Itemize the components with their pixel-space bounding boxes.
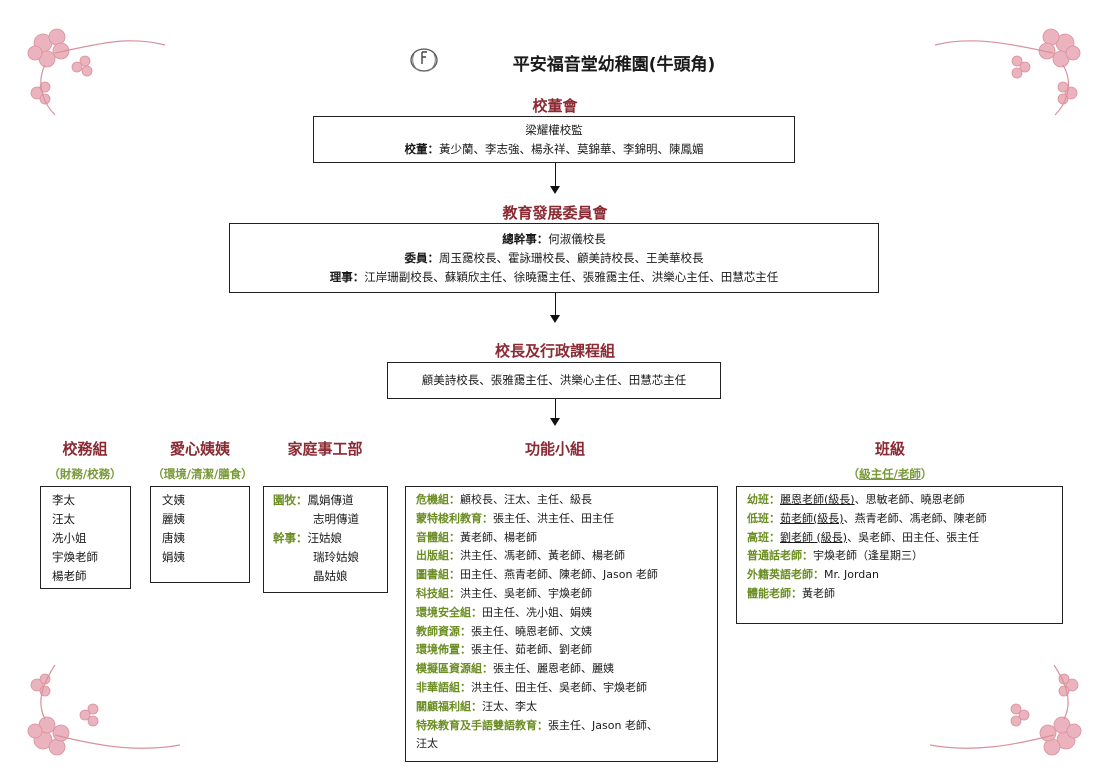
school-logo-icon <box>410 48 438 72</box>
list-item: 汪太 <box>52 512 75 526</box>
flower-decoration-bottom-right <box>929 664 1082 756</box>
list-item: 環境安全組：田主任、冼小姐、娟姨 <box>416 605 592 619</box>
list-item: 圖書組：田主任、燕青老師、陳老師、Jason 老師 <box>416 568 658 582</box>
list-item: 娟姨 <box>162 550 185 564</box>
principal-heading: 校長及行政課程組 <box>494 342 615 360</box>
affairs-box: 李太 汪太 冼小姐 宇煥老師 楊老師 <box>40 486 131 589</box>
board-supervisor: 梁耀權校監 <box>525 123 583 137</box>
list-item: 關顧福利組：汪太、李太 <box>416 699 537 713</box>
list-item: 唐姨 <box>162 531 185 545</box>
func-heading: 功能小組 <box>524 440 585 458</box>
board-heading: 校董會 <box>532 97 578 115</box>
list-item: 冼小姐 <box>52 531 87 545</box>
aunty-heading: 愛心姨姨 <box>169 440 230 458</box>
list-item: 模擬區資源組：張主任、麗恩老師、麗姨 <box>416 662 614 676</box>
list-item: 李太 <box>52 493 75 507</box>
connector-arrow <box>550 315 560 323</box>
aunty-subheading: （環境/清潔/膳食） <box>152 467 253 481</box>
list-item: 科技組：洪主任、吳老師、宇煥老師 <box>416 586 592 600</box>
family-box: 園牧：鳳娟傳道 志明傳道 幹事：汪姑娘 瑞玲姑娘 晶姑娘 <box>263 486 388 593</box>
classes-heading: 班級 <box>874 440 905 458</box>
edu-heading: 教育發展委員會 <box>502 204 608 222</box>
classes-subheading: （級主任/老師） <box>847 467 933 481</box>
flower-decoration-bottom-left <box>27 664 181 756</box>
connector-line <box>555 399 556 419</box>
board-box: 梁耀權校監 校董：黃少蘭、李志強、楊永祥、莫錦華、李錦明、陳鳳媚 <box>313 116 795 163</box>
list-item: 麗姨 <box>162 512 185 526</box>
list-item: 特殊教育及手語雙語教育：張主任、Jason 老師、 <box>416 718 658 732</box>
func-box: 危機組：顧校長、汪太、主任、級長 蒙特梭利教育：張主任、洪主任、田主任 音體組：… <box>405 486 718 762</box>
connector-line <box>555 163 556 187</box>
connector-arrow <box>550 186 560 194</box>
list-item: 非華語組：洪主任、田主任、吳老師、宇煥老師 <box>416 680 647 694</box>
aunty-box: 文姨 麗姨 唐姨 娟姨 <box>150 486 250 583</box>
list-item: 環境佈置：張主任、茹老師、劉老師 <box>416 643 592 657</box>
list-item: 教師資源：張主任、曉恩老師、文姨 <box>416 624 592 638</box>
list-item: 蒙特梭利教育：張主任、洪主任、田主任 <box>416 511 614 525</box>
list-item: 危機組：顧校長、汪太、主任、級長 <box>416 493 592 506</box>
connector-line <box>555 293 556 316</box>
flower-decoration-top-right <box>934 28 1081 116</box>
board-members: 校董：黃少蘭、李志強、楊永祥、莫錦華、李錦明、陳鳳媚 <box>404 142 704 156</box>
affairs-subheading: （財務/校務） <box>48 467 122 481</box>
list-item-continuation: 汪太 <box>416 737 438 751</box>
flower-decoration-top-left <box>27 28 166 116</box>
affairs-heading: 校務組 <box>62 440 108 458</box>
list-item: 文姨 <box>162 493 185 507</box>
page-title: 平安福音堂幼稚園(牛頭角) <box>512 55 716 75</box>
list-item: 出版組：洪主任、馮老師、黃老師、楊老師 <box>416 549 625 563</box>
edu-box: 總幹事：何淑儀校長 委員：周玉靄校長、霍詠珊校長、顧美詩校長、王美華校長 理事：… <box>229 223 879 293</box>
family-heading: 家庭事工部 <box>287 440 363 458</box>
list-item: 宇煥老師 <box>52 550 98 564</box>
list-item: 音體組：黃老師、楊老師 <box>416 530 537 544</box>
list-item: 楊老師 <box>52 569 87 583</box>
principal-box: 顧美詩校長、張雅靄主任、洪樂心主任、田慧芯主任 <box>387 362 721 399</box>
classes-box: 幼班：麗恩老師(級長)、思敏老師、曉恩老師 低班：茹老師(級長)、燕青老師、馮老… <box>736 486 1063 624</box>
connector-arrow <box>550 418 560 426</box>
